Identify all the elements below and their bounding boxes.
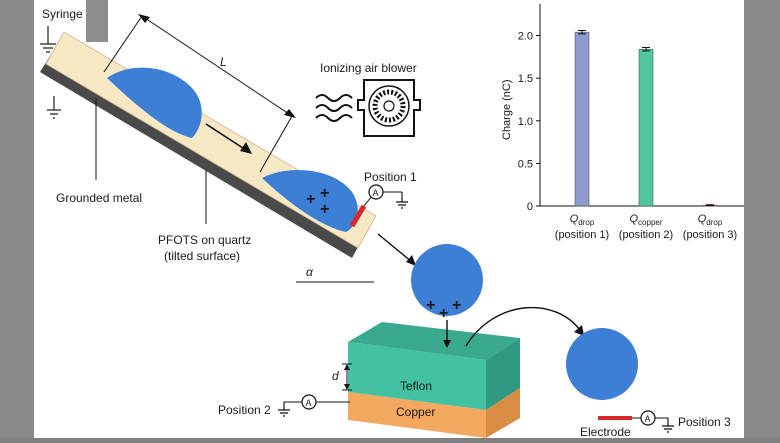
position3-measurement: A Position 3 Electrode	[580, 410, 731, 439]
syringe-ground-icon	[40, 26, 56, 53]
figure-panel: Syringe + + +	[34, 0, 744, 439]
plus-charge: +	[426, 297, 435, 314]
position2-ground-icon	[278, 402, 290, 417]
plus-charge: +	[320, 201, 329, 218]
fan-hub-icon	[383, 100, 395, 112]
teflon-side-face	[486, 338, 520, 410]
thickness-dimension: d	[332, 363, 352, 391]
falling-drop	[411, 244, 483, 316]
ammeter-symbol: A	[306, 398, 312, 408]
drop-lower-charges: + + +	[306, 185, 329, 218]
drop-lower	[262, 169, 358, 232]
surface-ground-icon	[47, 96, 61, 119]
ionizing-air-blower: Ionizing air blower	[315, 61, 421, 137]
teflon-front-face	[348, 342, 486, 410]
diagram-svg: Syringe + + +	[40, 0, 744, 439]
syringe-needle	[86, 0, 108, 42]
length-dimension: L	[103, 14, 296, 173]
chart-category-symbol: Qdrop	[570, 213, 595, 227]
length-label: L	[220, 55, 227, 69]
position1-label: Position 1	[364, 170, 417, 184]
chart-error-bar	[578, 29, 586, 35]
alpha-label: α	[306, 265, 314, 279]
chart-category-position: (position 3)	[683, 229, 737, 241]
pfots-label-line1: PFOTS on quartz	[158, 233, 251, 247]
chart-error-bar	[642, 46, 650, 52]
pfots-label-line2: (tilted surface)	[164, 249, 240, 263]
chart-error-bar	[706, 204, 714, 207]
plus-charge: +	[306, 191, 315, 208]
chart-y-tick-label: 0.5	[518, 158, 533, 170]
air-flow-icon	[315, 94, 353, 122]
electrode-label: Electrode	[580, 425, 631, 438]
plus-charge: +	[439, 305, 448, 322]
teflon-label: Teflon	[400, 379, 432, 393]
position2-measurement: Position 2 A	[218, 394, 350, 417]
chart-y-tick-label: 1.0	[518, 116, 533, 128]
ionizing-label: Ionizing air blower	[320, 61, 417, 75]
background-ghost-left	[0, 0, 34, 438]
ammeter-symbol: A	[373, 188, 379, 198]
chart-bar	[638, 48, 654, 207]
chart-category-position: (position 1)	[555, 229, 609, 241]
chart-y-tick-label: 2.0	[518, 31, 533, 43]
chart-x-tick-labels: Qdrop (position 1) Qcopper (position 2) Qdro…	[555, 213, 737, 241]
teflon-copper-block: Teflon Copper	[348, 322, 520, 438]
drop-impact-arrow	[443, 320, 451, 348]
drop-upper	[107, 67, 202, 138]
copper-front-face	[348, 392, 486, 438]
chart-bar	[574, 31, 590, 207]
position1-measurement: A Position 1	[349, 170, 417, 228]
position3-label: Position 3	[678, 415, 731, 429]
grounded-metal-label: Grounded metal	[56, 191, 142, 205]
copper-label: Copper	[396, 405, 435, 419]
copper-side-face	[486, 388, 520, 438]
position1-electrode	[349, 204, 367, 228]
chart-y-label: Charge (nC)	[501, 79, 513, 140]
chart-category-symbol: Qdrop	[698, 213, 723, 227]
background-ghost-right	[744, 0, 780, 438]
position2-label: Position 2	[218, 403, 271, 417]
chart-category-symbol: Qcopper	[629, 213, 662, 227]
thickness-label: d	[332, 369, 339, 383]
syringe: Syringe	[40, 0, 108, 53]
plus-charge: +	[320, 185, 329, 202]
slide-direction-arrow	[205, 123, 252, 154]
falling-drop-charges: + + +	[426, 297, 461, 322]
position1-ground-icon	[396, 192, 408, 209]
syringe-label: Syringe	[42, 7, 83, 21]
fan-blades-icon	[372, 89, 406, 123]
fall-arrow	[377, 233, 416, 266]
chart-y-tick-label: 0	[527, 201, 533, 213]
chart-y-tick-label: 1.5	[518, 73, 533, 85]
charge-bar-chart: Charge (nC) 0 0.5 1.0 1.5 2.0 Qdrop (position…	[501, 4, 744, 241]
ammeter-symbol: A	[645, 414, 651, 424]
drop-position3	[566, 328, 638, 400]
position3-ground-icon	[662, 418, 674, 433]
chart-bars	[574, 29, 718, 207]
teflon-top-face	[348, 322, 520, 360]
chart-category-position: (position 2)	[619, 229, 673, 241]
bounce-arrow	[465, 306, 584, 347]
plus-charge: +	[452, 297, 461, 314]
chart-y-ticks: 0 0.5 1.0 1.5 2.0	[518, 31, 540, 213]
